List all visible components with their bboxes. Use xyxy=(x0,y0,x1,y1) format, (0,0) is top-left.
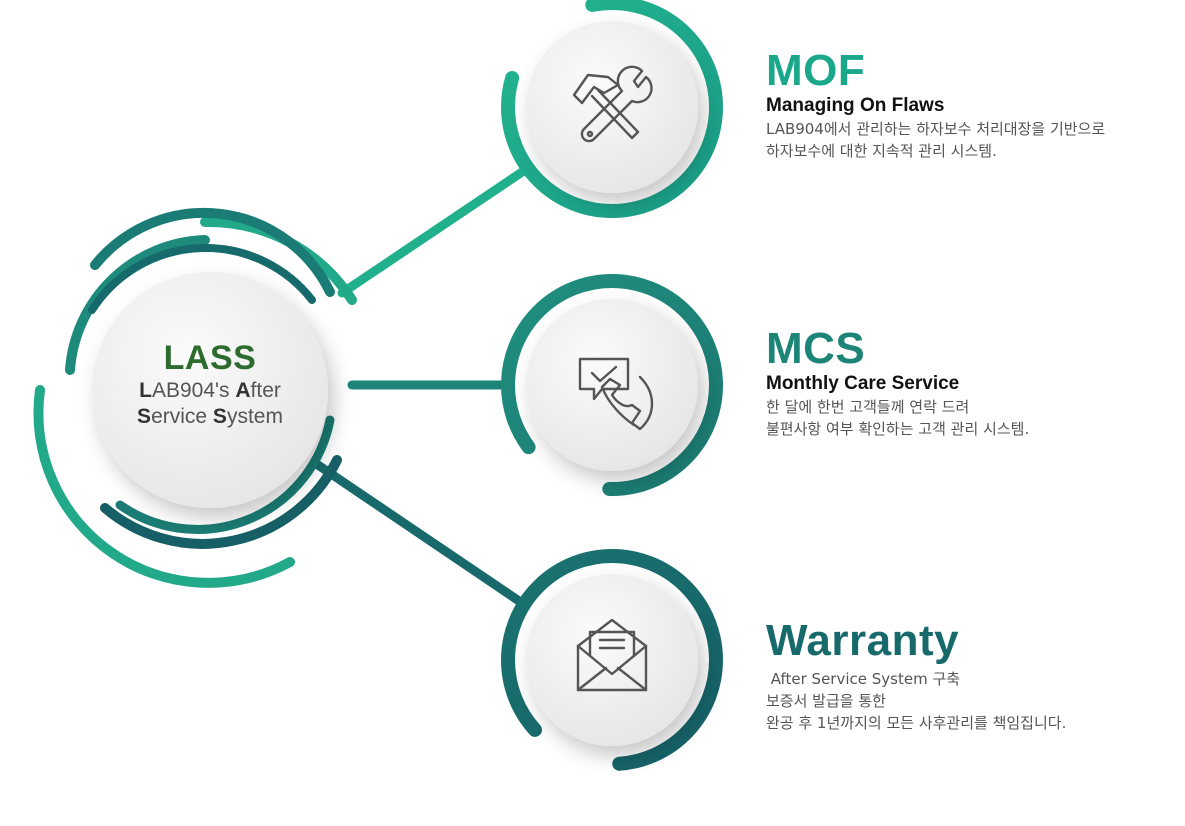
mail-icon xyxy=(576,618,648,692)
mof-subtitle: Managing On Flaws xyxy=(766,95,945,116)
warranty-title: Warranty xyxy=(766,616,960,665)
info-mcs: MCS Monthly Care Service 한 달에 한번 고객들께 연락… xyxy=(766,326,1185,440)
mof-desc-line-2: 하자보수에 대한 지속적 관리 시스템. xyxy=(766,142,997,160)
center-line-1-bold-b: A xyxy=(235,379,251,402)
center-line-1: LAB904's After xyxy=(100,378,320,404)
connector-mof xyxy=(337,163,533,298)
node-mcs xyxy=(501,274,723,496)
mof-desc-line-1: LAB904에서 관리하는 하자보수 처리대장을 기반으로 xyxy=(766,120,1106,138)
center-line-2: Service System xyxy=(100,404,320,430)
center-line-2-rest-a: ervice xyxy=(151,405,213,428)
mcs-desc-line-2: 불편사항 여부 확인하는 고객 관리 시스템. xyxy=(766,420,1030,438)
center-rings xyxy=(33,207,357,588)
info-warranty: Warranty After Service System 구축 보증서 발급을… xyxy=(766,618,1185,734)
node-mof xyxy=(501,0,723,218)
info-mof: MOF Managing On Flaws LAB904에서 관리하는 하자보수… xyxy=(766,48,1185,162)
mcs-desc-line-1: 한 달에 한번 고객들께 연락 드려 xyxy=(766,398,970,416)
warranty-desc-line-3: 완공 후 1년까지의 모든 사후관리를 책임집니다. xyxy=(766,714,1067,732)
mcs-title: MCS xyxy=(766,324,866,373)
center-line-1-rest-a: AB904's xyxy=(151,379,236,402)
center-line-2-bold-b: S xyxy=(212,405,227,428)
phone-chat-icon xyxy=(578,357,654,431)
mcs-subtitle: Monthly Care Service xyxy=(766,373,960,394)
tools-icon xyxy=(572,65,653,143)
center-line-1-rest-b: fter xyxy=(250,379,281,402)
warranty-desc-line-1: After Service System 구축 xyxy=(766,670,961,688)
center-disc xyxy=(92,272,328,508)
center-line-2-bold-a: S xyxy=(137,405,152,428)
warranty-desc-line-2: 보증서 발급을 통한 xyxy=(766,692,886,710)
connector-warranty xyxy=(313,460,527,608)
center-line-2-rest-b: ystem xyxy=(226,405,283,428)
mof-title: MOF xyxy=(766,46,866,95)
center-title: LASS xyxy=(163,339,257,377)
node-warranty xyxy=(501,549,723,771)
center-label: LASS LAB904's After Service System xyxy=(100,338,320,430)
center-line-1-bold-a: L xyxy=(139,379,152,402)
